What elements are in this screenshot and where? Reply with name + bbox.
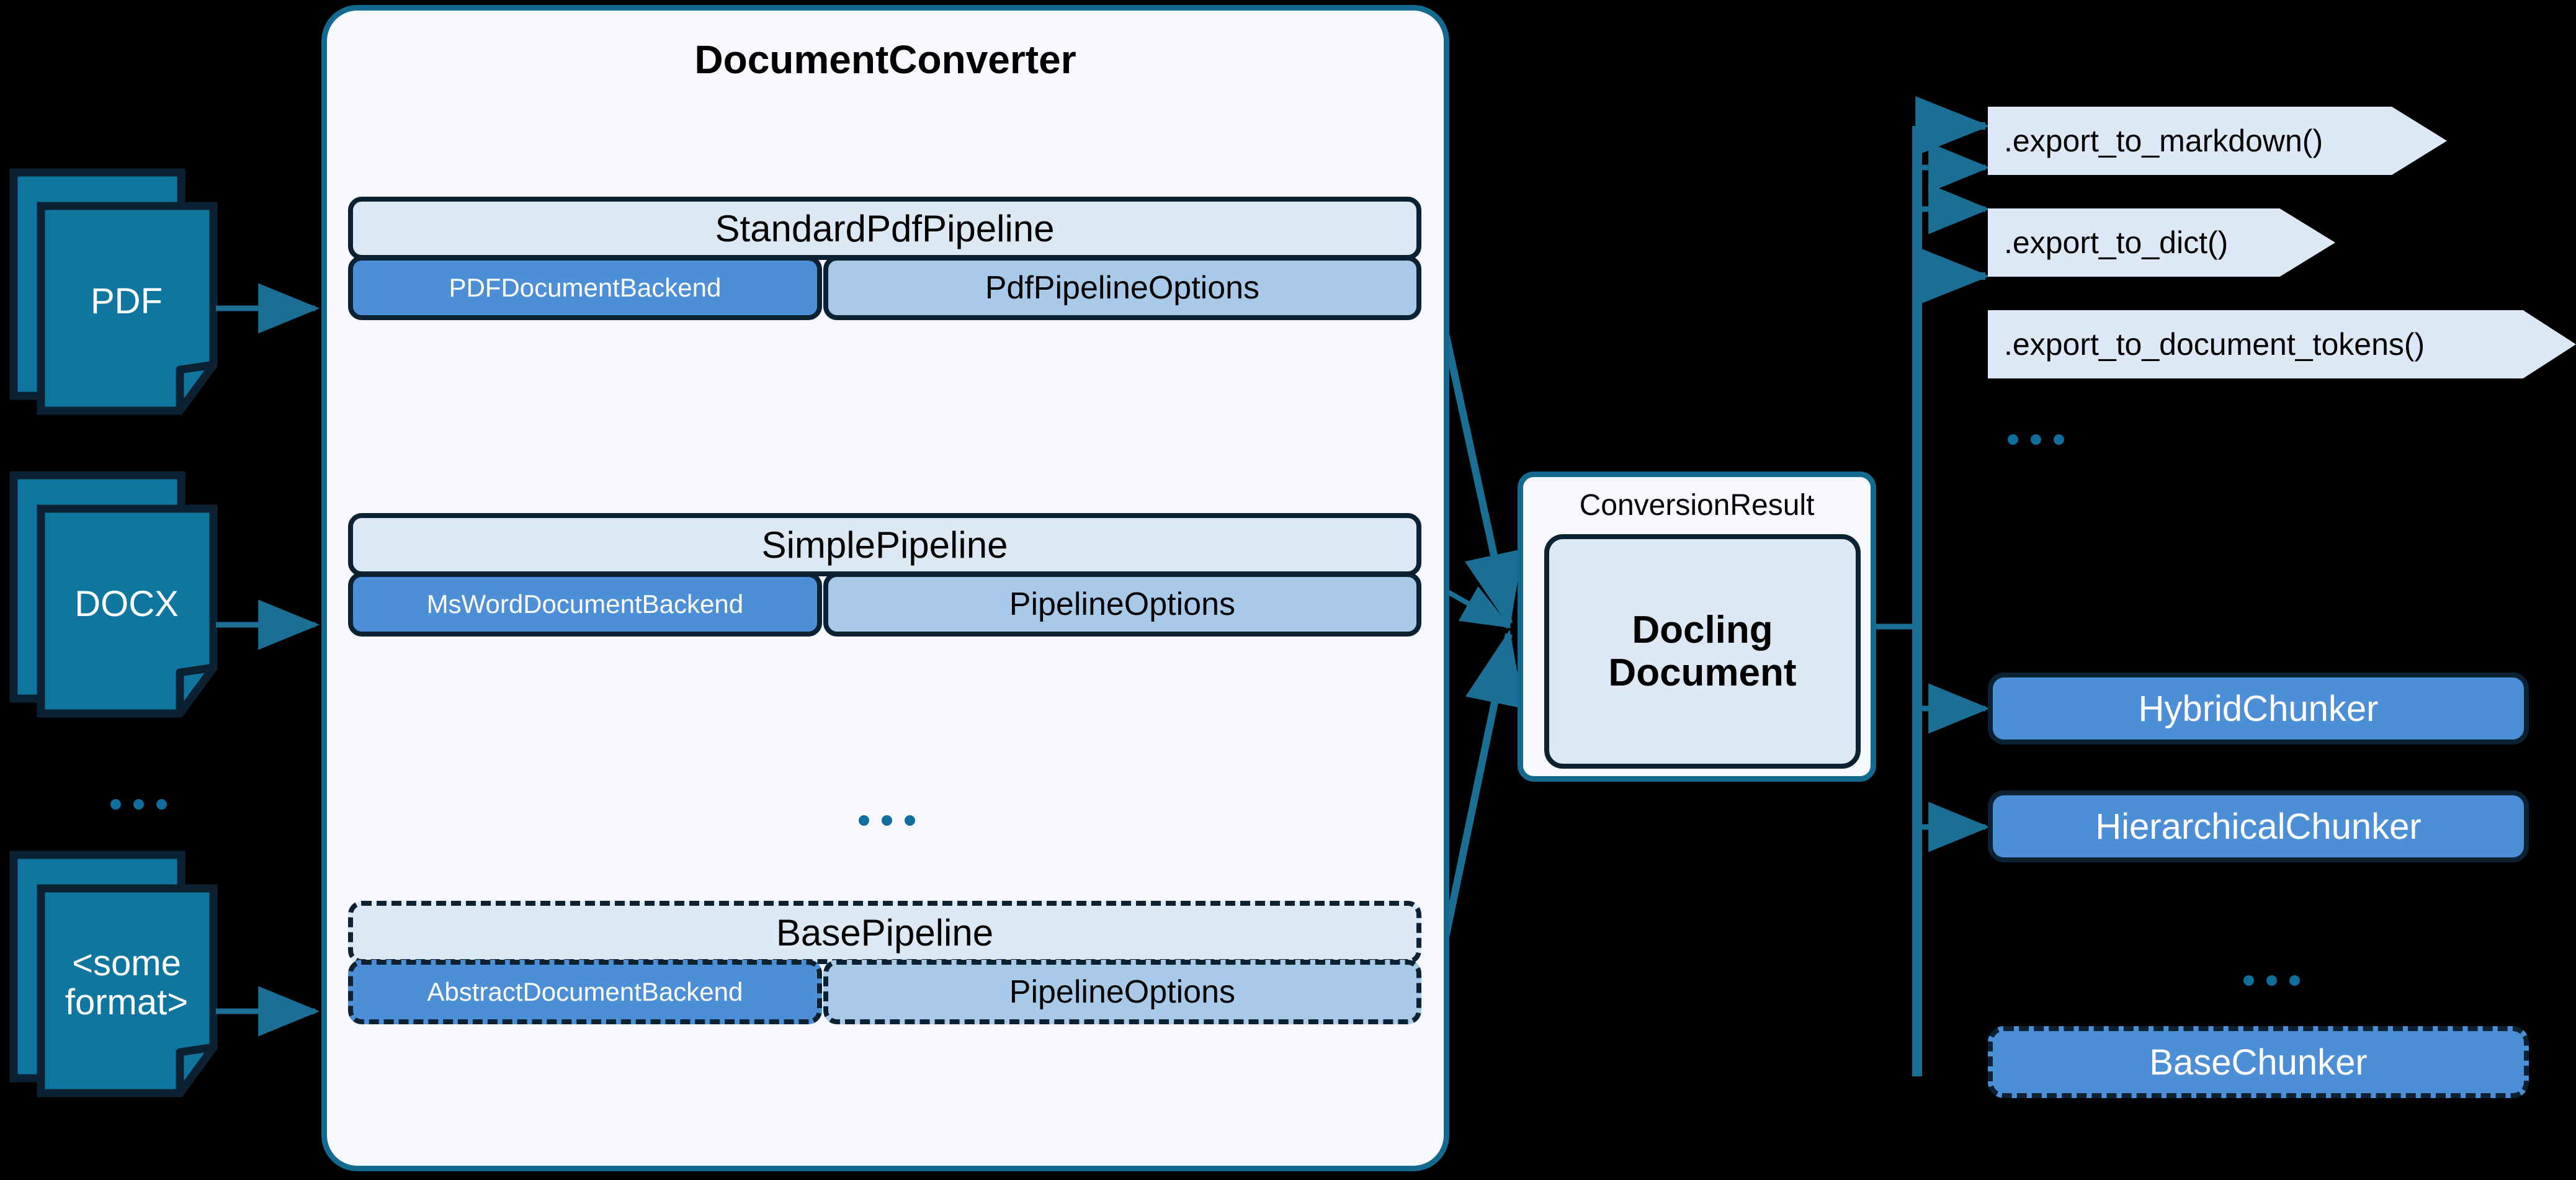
backend-box-pdf[interactable]: PDFDocumentBackend [348, 256, 822, 320]
pipelines-more-ellipsis [859, 815, 915, 826]
chunker-box-base[interactable]: BaseChunker [1988, 1026, 2529, 1098]
pipeline-name-base: BasePipeline [348, 901, 1421, 964]
chunker-box-hierarchical[interactable]: HierarchicalChunker [1988, 790, 2529, 862]
export-label-document-tokens: .export_to_document_tokens() [2004, 327, 2425, 362]
document-stack-icon [9, 851, 218, 1097]
chunker-box-hybrid[interactable]: HybridChunker [1988, 673, 2529, 744]
page-title: DocumentConverter [694, 37, 1076, 82]
conversion-result-title: ConversionResult [1579, 489, 1815, 522]
pipeline-name-standard-pdf: StandardPdfPipeline [348, 197, 1421, 260]
input-icon-docx[interactable]: DOCX [9, 470, 244, 718]
exports-more-ellipsis [2008, 434, 2064, 445]
backend-box-msword[interactable]: MsWordDocumentBackend [348, 572, 822, 637]
pipeline-group-base[interactable]: BasePipeline AbstractDocumentBackend Pip… [348, 901, 1421, 1025]
export-chevron-document-tokens[interactable]: .export_to_document_tokens() [1988, 310, 2576, 378]
backend-box-abstract[interactable]: AbstractDocumentBackend [348, 960, 822, 1024]
options-box-simple[interactable]: PipelineOptions [823, 572, 1421, 637]
export-chevron-dict[interactable]: .export_to_dict() [1988, 208, 2335, 277]
document-stack-icon [9, 168, 218, 415]
pipeline-group-standard-pdf[interactable]: StandardPdfPipeline PDFDocumentBackend P… [348, 197, 1421, 321]
export-label-markdown: .export_to_markdown() [2004, 123, 2323, 158]
chunkers-more-ellipsis [2243, 975, 2300, 986]
options-box-pdf[interactable]: PdfPipelineOptions [823, 256, 1421, 320]
conversion-result-box[interactable]: ConversionResult Docling Document [1518, 472, 1876, 782]
chunker-label-hybrid: HybridChunker [2138, 688, 2379, 729]
export-chevron-markdown[interactable]: .export_to_markdown() [1988, 107, 2447, 175]
chunker-label-base: BaseChunker [2149, 1042, 2368, 1083]
export-label-dict: .export_to_dict() [2004, 225, 2229, 260]
options-box-base[interactable]: PipelineOptions [823, 960, 1421, 1024]
docling-document-box[interactable]: Docling Document [1544, 534, 1861, 769]
input-icon-pdf[interactable]: PDF [9, 168, 244, 416]
chunker-label-hierarchical: HierarchicalChunker [2095, 806, 2422, 847]
inputs-more-ellipsis [110, 799, 167, 810]
pipeline-name-simple: SimplePipeline [348, 513, 1421, 576]
pipeline-group-simple[interactable]: SimplePipeline MsWordDocumentBackend Pip… [348, 513, 1421, 637]
connector-branch-export-dict-2 [1914, 169, 1990, 235]
document-stack-icon [9, 471, 218, 718]
document-converter-container: DocumentConverter StandardPdfPipeline PD… [321, 5, 1449, 1171]
